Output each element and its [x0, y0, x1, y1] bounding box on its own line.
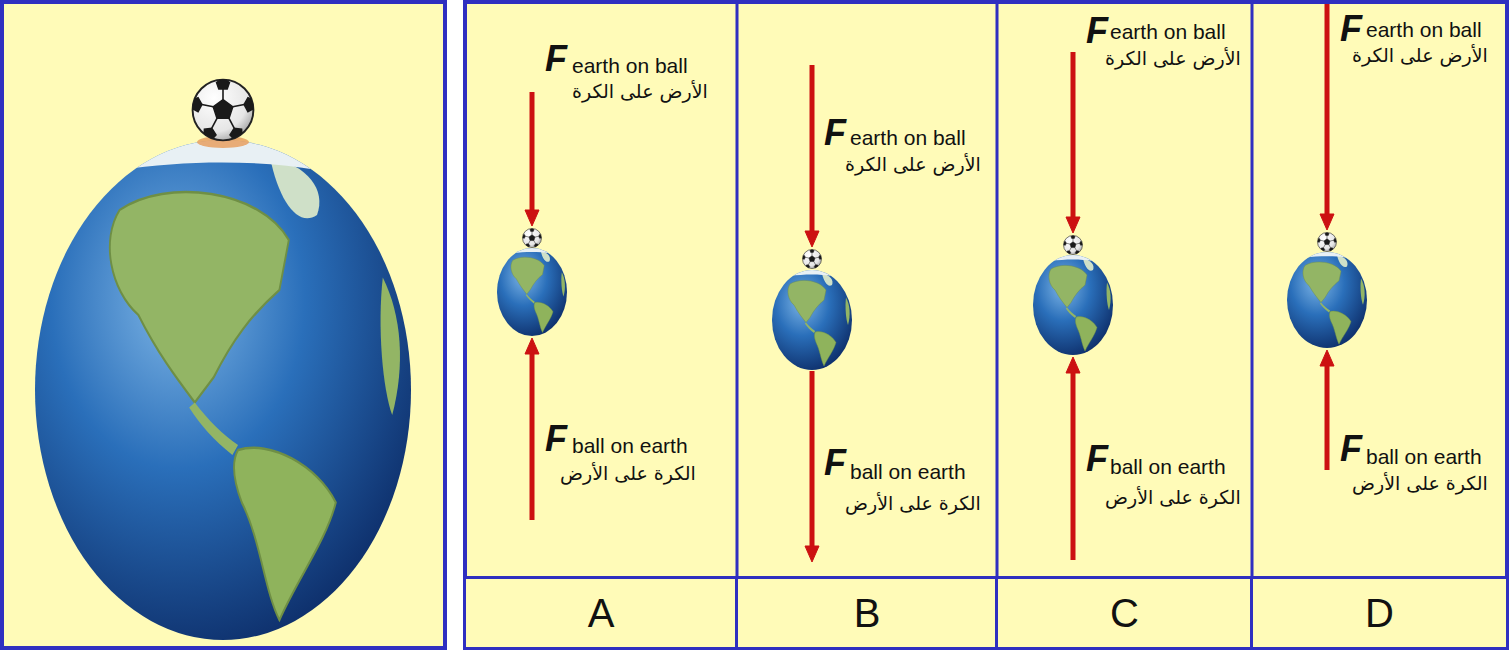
label-anchor: earth on ball	[1366, 18, 1482, 42]
label-anchor: الأرض على الكرة	[1352, 44, 1488, 66]
label-anchor: الكرة على الأرض	[1352, 472, 1488, 494]
arrow-head	[1066, 217, 1080, 233]
panel-divider	[1251, 2, 1254, 648]
arrow-head	[525, 338, 539, 354]
force-label-arabic: الأرض على الكرة	[1352, 44, 1488, 66]
label-anchor: F	[1086, 438, 1108, 480]
force-label: ball on earth	[1366, 445, 1482, 469]
label-anchor: F	[824, 442, 846, 484]
answer-cell: D	[1250, 576, 1509, 650]
force-label-arabic: الكرة على الأرض	[845, 492, 981, 514]
arrow-head	[525, 210, 539, 226]
label-anchor: ball on earth	[1366, 445, 1482, 469]
force-label-arabic: الكرة على الأرض	[1105, 486, 1241, 508]
label-anchor: F	[1340, 428, 1362, 470]
force-label-arabic: الأرض على الكرة	[572, 80, 708, 102]
force-arrow	[1071, 52, 1076, 219]
label-anchor: F	[1340, 8, 1362, 50]
label-anchor: ball on earth	[1110, 455, 1226, 479]
label-anchor: ball on earth	[572, 434, 688, 458]
answer-cell: C	[995, 576, 1254, 650]
earth-globe	[772, 269, 852, 370]
label-anchor: earth on ball	[1110, 20, 1226, 44]
force-symbol: F	[545, 418, 567, 460]
answer-cell: A	[463, 576, 739, 650]
label-anchor: F	[545, 38, 567, 80]
force-arrow	[1071, 371, 1076, 560]
force-symbol: F	[1086, 10, 1108, 52]
panel-letter: D	[1365, 591, 1394, 635]
panel-divider	[736, 2, 739, 648]
earth-globe	[35, 134, 411, 640]
arrow-head	[1066, 357, 1080, 373]
soccer-ball	[1063, 235, 1082, 255]
force-symbol: F	[1340, 428, 1362, 470]
force-symbol: F	[1086, 438, 1108, 480]
panel-letter: C	[1110, 591, 1139, 635]
earth-globe	[1287, 251, 1367, 348]
arrow-head	[805, 231, 819, 247]
label-anchor: F	[545, 418, 567, 460]
panel-frame	[465, 2, 1507, 648]
panel-letter: A	[588, 591, 615, 635]
label-anchor: ball on earth	[850, 460, 966, 484]
force-label: ball on earth	[572, 434, 688, 458]
force-label: ball on earth	[1110, 455, 1226, 479]
panel-frame	[2, 2, 445, 648]
force-label-arabic: الكرة على الأرض	[1352, 472, 1488, 494]
label-anchor: الكرة على الأرض	[1105, 486, 1241, 508]
force-label-arabic: الأرض على الكرة	[1105, 47, 1241, 69]
force-label: earth on ball	[850, 126, 966, 150]
force-arrow	[810, 65, 815, 233]
label-anchor: F	[824, 112, 846, 154]
force-symbol: F	[1340, 8, 1362, 50]
force-symbol: F	[824, 442, 846, 484]
force-symbol: F	[824, 112, 846, 154]
earth-globe	[1033, 254, 1113, 355]
soccer-ball	[802, 249, 821, 269]
force-label: earth on ball	[1110, 20, 1226, 44]
force-label-arabic: الأرض على الكرة	[845, 153, 981, 175]
force-label: earth on ball	[1366, 18, 1482, 42]
label-anchor: earth on ball	[850, 126, 966, 150]
force-label-arabic: الكرة على الأرض	[560, 462, 696, 484]
label-anchor: earth on ball	[572, 54, 688, 78]
answer-cell: B	[735, 576, 999, 650]
label-anchor: الأرض على الكرة	[845, 153, 981, 175]
force-arrow	[530, 352, 535, 520]
arrow-head	[1320, 214, 1334, 230]
arrow-head	[1320, 350, 1334, 366]
panel-letter: B	[854, 591, 881, 635]
soccer-ball	[192, 78, 254, 140]
soccer-ball	[1317, 232, 1336, 252]
force-symbol: F	[545, 38, 567, 80]
panel-divider	[996, 2, 999, 648]
force-arrow	[810, 371, 815, 548]
force-arrow	[1325, 4, 1330, 216]
force-arrow	[1325, 364, 1330, 470]
label-anchor: الكرة على الأرض	[845, 492, 981, 514]
arrow-head	[805, 546, 819, 562]
label-anchor: الأرض على الكرة	[572, 80, 708, 102]
label-anchor: F	[1086, 10, 1108, 52]
label-anchor: الأرض على الكرة	[1105, 47, 1241, 69]
force-label: earth on ball	[572, 54, 688, 78]
earth-globe	[497, 247, 567, 336]
soccer-ball	[522, 228, 541, 248]
force-arrow	[530, 92, 535, 212]
label-anchor: الكرة على الأرض	[560, 462, 696, 484]
force-label: ball on earth	[850, 460, 966, 484]
